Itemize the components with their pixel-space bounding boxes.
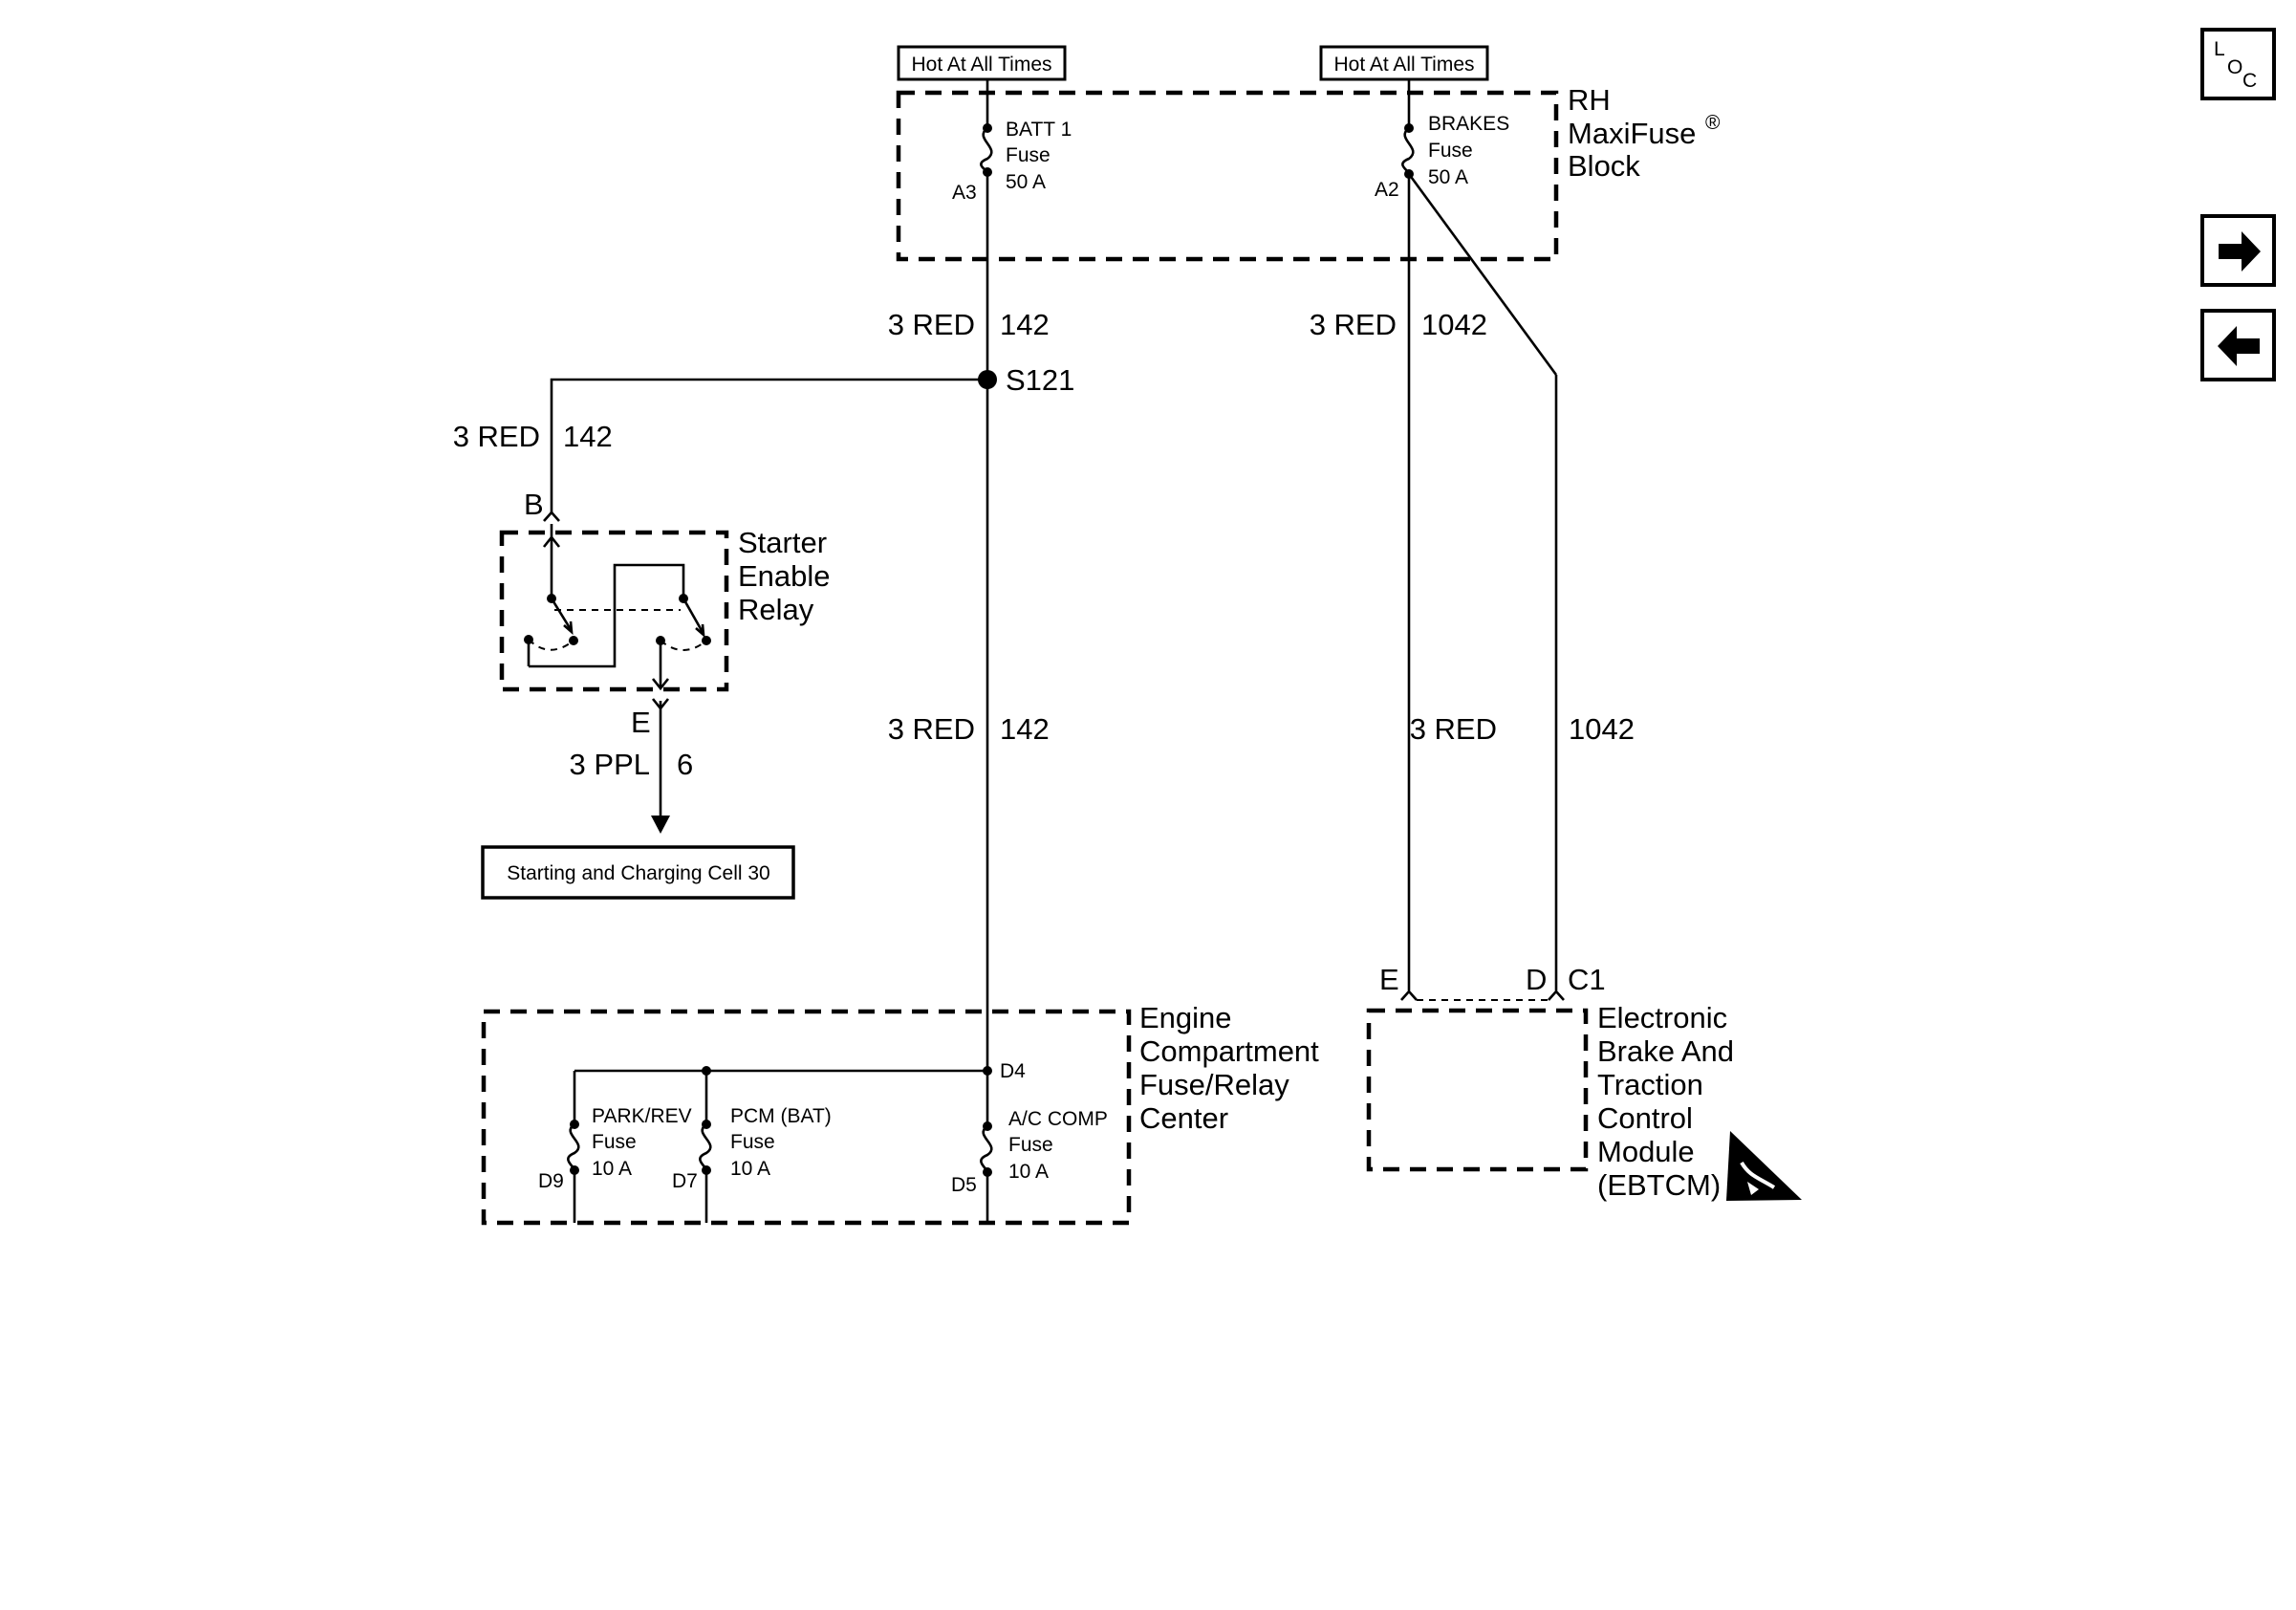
wire-142-mid-circuit: 142: [1000, 712, 1050, 746]
park-rev-fuse-pin: D9: [538, 1170, 564, 1192]
engine-fuse-center-outline: [481, 1009, 1132, 1226]
hot-label-right: Hot At All Times: [1319, 45, 1489, 81]
relay-connector-e: [651, 698, 670, 834]
wire-6-circuit: 6: [677, 748, 693, 781]
ebtcm-label-3: Traction: [1597, 1068, 1703, 1101]
batt1-fuse-name: BATT 1: [1006, 119, 1072, 141]
starting-charging-ref-link[interactable]: Starting and Charging Cell 30: [481, 845, 795, 900]
engine-center-label-4: Center: [1139, 1101, 1228, 1135]
relay-label-2: Enable: [738, 559, 831, 593]
pcm-bat-fuse-name: PCM (BAT): [730, 1105, 832, 1127]
pcm-bat-fuse-type: Fuse: [730, 1131, 775, 1153]
maxifuse-block-label-2: MaxiFuse: [1568, 117, 1696, 150]
park-rev-fuse-type: Fuse: [592, 1131, 637, 1153]
starter-enable-relay-outline: [499, 530, 729, 692]
ebtcm-label-6: (EBTCM): [1597, 1168, 1721, 1202]
wire-1042-mid-gauge: 3 RED: [1410, 712, 1497, 746]
wire-1042-top-circuit: 1042: [1421, 308, 1487, 341]
ebtcm-connector: [1400, 990, 1565, 1001]
svg-text:L: L: [2214, 38, 2225, 60]
esd-warning-icon: [1726, 1131, 1802, 1201]
ebtcm-outline: [1366, 1008, 1589, 1172]
brakes-fuse-type: Fuse: [1428, 140, 1473, 162]
brakes-fuse: [1401, 79, 1558, 990]
brakes-fuse-pin: A2: [1375, 179, 1399, 201]
relay-label-3: Relay: [738, 593, 814, 626]
ac-comp-fuse-pin: D5: [951, 1174, 977, 1196]
brakes-fuse-rating: 50 A: [1428, 166, 1468, 188]
relay-pin-e: E: [631, 706, 651, 739]
maxifuse-block-label-1: RH: [1568, 83, 1611, 117]
ac-comp-fuse: [980, 1071, 993, 1223]
wire-142-left-gauge: 3 RED: [453, 420, 540, 453]
pcm-bat-fuse-rating: 10 A: [730, 1158, 770, 1180]
relay-switch: [524, 534, 711, 691]
svg-text:Hot At All Times: Hot At All Times: [911, 54, 1051, 76]
wire-142-top-circuit: 142: [1000, 308, 1050, 341]
park-rev-fuse-name: PARK/REV: [592, 1105, 692, 1127]
engine-center-bus-pin: D4: [1000, 1060, 1026, 1082]
engine-center-label-1: Engine: [1139, 1001, 1232, 1034]
registered-mark: ®: [1705, 112, 1721, 134]
ac-comp-fuse-name: A/C COMP: [1008, 1108, 1108, 1130]
ebtcm-label-1: Electronic: [1597, 1001, 1727, 1034]
batt1-fuse: [980, 79, 993, 378]
svg-text:Hot At All Times: Hot At All Times: [1333, 54, 1474, 76]
svg-text:O: O: [2227, 56, 2242, 78]
wire-6-gauge: 3 PPL: [570, 748, 650, 781]
batt1-fuse-rating: 50 A: [1006, 171, 1046, 193]
maxifuse-block-outline: [896, 90, 1559, 262]
arrow-right-icon[interactable]: [2200, 214, 2276, 287]
park-rev-fuse: [567, 1071, 580, 1223]
hot-label-left: Hot At All Times: [897, 45, 1067, 81]
engine-center-label-2: Compartment: [1139, 1034, 1319, 1068]
splice-s121-label: S121: [1006, 363, 1074, 397]
relay-pin-b: B: [524, 488, 544, 521]
relay-label-1: Starter: [738, 526, 827, 559]
engine-center-label-3: Fuse/Relay: [1139, 1068, 1289, 1101]
ebtcm-label-5: Module: [1597, 1135, 1695, 1168]
batt1-fuse-type: Fuse: [1006, 144, 1051, 166]
pcm-bat-fuse: [699, 1071, 712, 1223]
ac-comp-fuse-rating: 10 A: [1008, 1161, 1049, 1183]
ebtcm-label-4: Control: [1597, 1101, 1693, 1135]
svg-text:Starting and Charging Cell 30: Starting and Charging Cell 30: [507, 862, 770, 884]
loc-icon[interactable]: L O C: [2200, 28, 2276, 100]
brakes-fuse-name: BRAKES: [1428, 113, 1509, 135]
svg-text:C: C: [2242, 70, 2257, 92]
wire-1042-mid-circuit: 1042: [1569, 712, 1635, 746]
ebtcm-connector-c1: C1: [1568, 963, 1606, 996]
arrow-left-icon[interactable]: [2200, 309, 2276, 381]
ebtcm-label-2: Brake And: [1597, 1034, 1734, 1068]
wire-1042-top-gauge: 3 RED: [1310, 308, 1397, 341]
relay-connector-b: [543, 511, 560, 535]
wire-142-left-circuit: 142: [563, 420, 613, 453]
ebtcm-pin-d: D: [1526, 963, 1547, 996]
park-rev-fuse-rating: 10 A: [592, 1158, 632, 1180]
ebtcm-pin-e: E: [1379, 963, 1399, 996]
batt1-fuse-pin: A3: [952, 182, 977, 204]
wire-142-mid-gauge: 3 RED: [888, 712, 975, 746]
maxifuse-block-label-3: Block: [1568, 149, 1640, 183]
pcm-bat-fuse-pin: D7: [672, 1170, 698, 1192]
wire-142-top-gauge: 3 RED: [888, 308, 975, 341]
ac-comp-fuse-type: Fuse: [1008, 1134, 1053, 1156]
engine-center-bus: [574, 1066, 992, 1076]
